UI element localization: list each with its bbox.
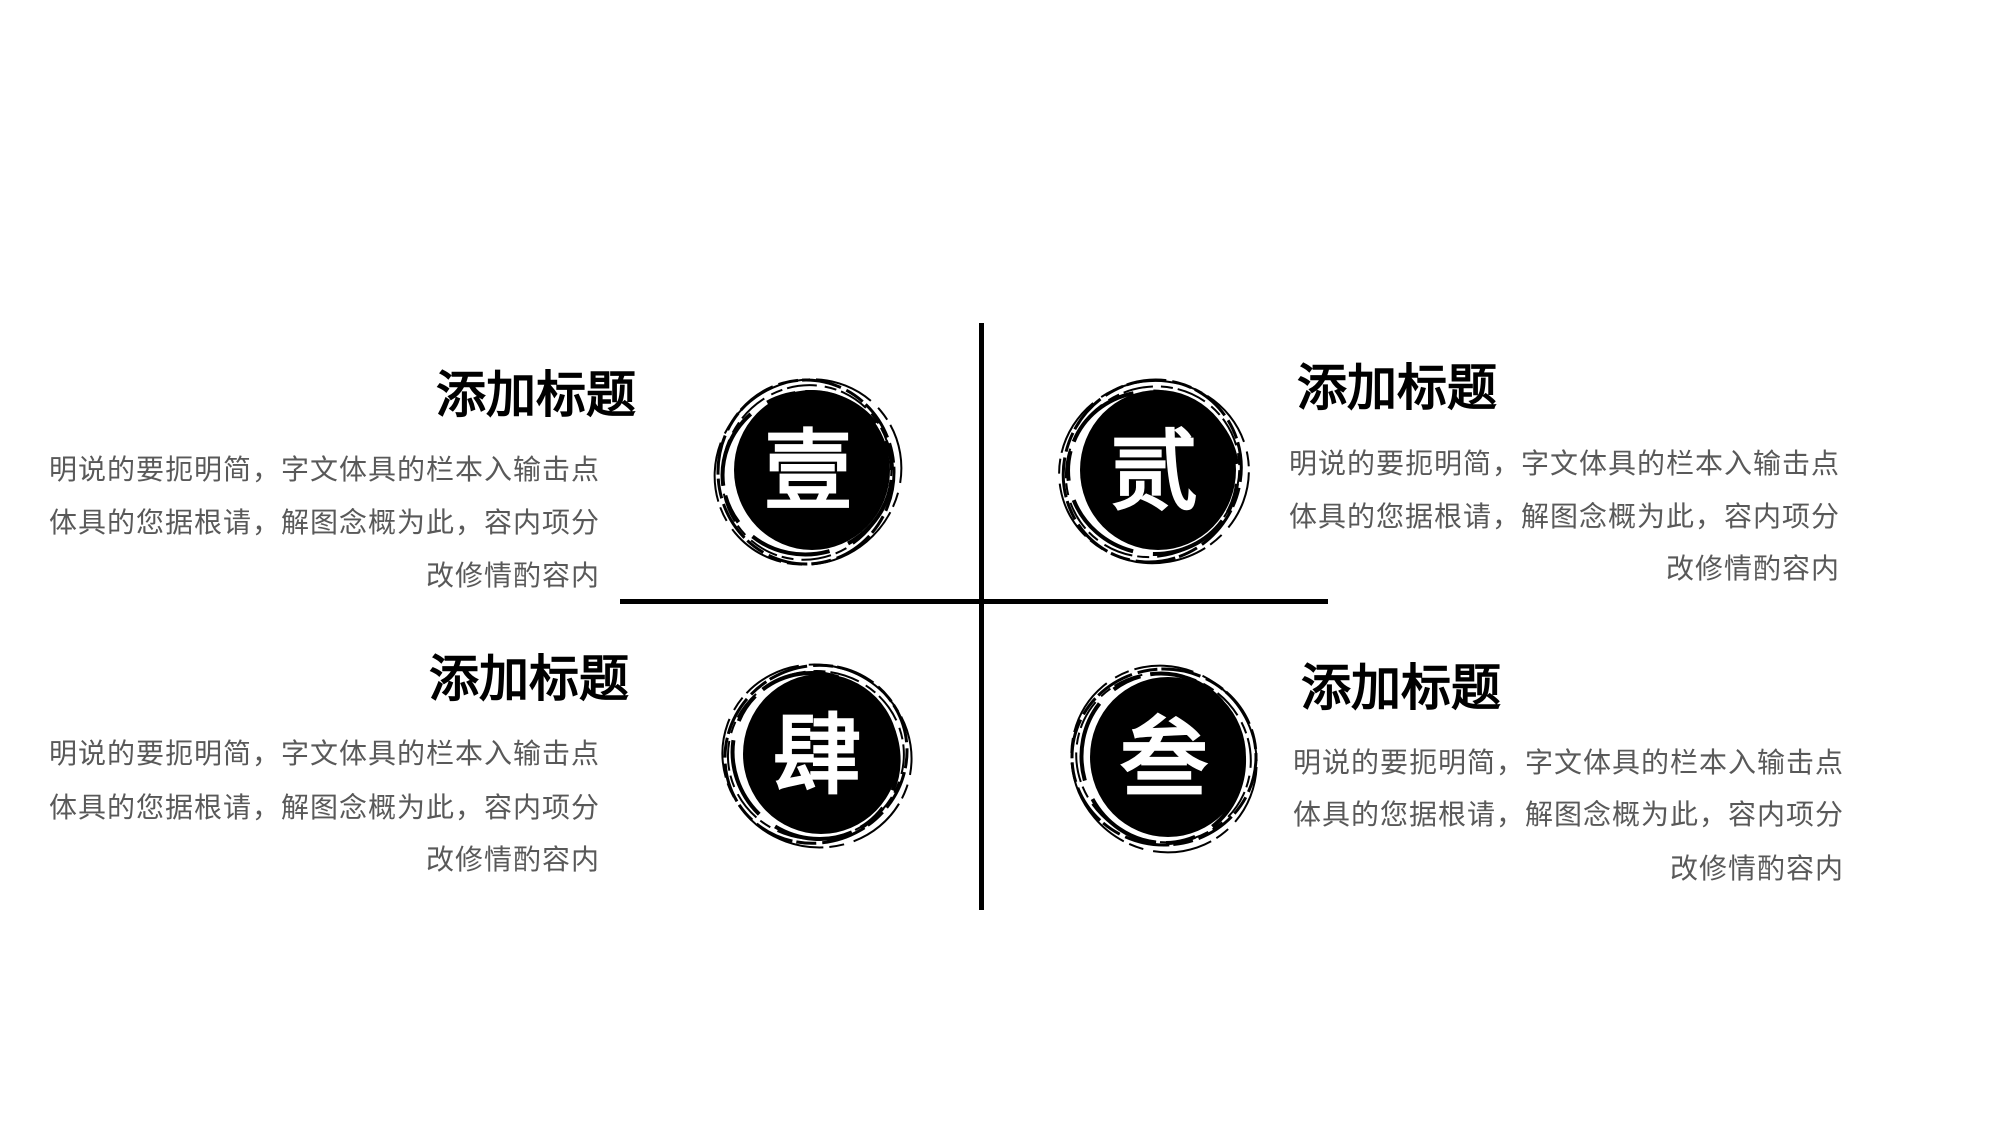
brush-ring — [730, 670, 901, 842]
ink-fill — [1080, 390, 1236, 550]
brush-ring — [721, 663, 913, 849]
ink-fill — [734, 390, 890, 550]
quadrant-4-title: 添加标题 — [429, 650, 629, 708]
ink-circle-4: 肆 — [717, 656, 917, 856]
brush-circle-icon — [1070, 664, 1258, 854]
brush-ring — [1066, 389, 1240, 556]
quadrant-1-line-3: 改修情酌容内 — [425, 559, 600, 592]
ink-circle-2: 贰 — [1054, 372, 1254, 572]
number-glyph-4: 肆 — [772, 704, 861, 807]
ink-circle-3: 叁 — [1064, 659, 1264, 859]
brush-circle-icon — [721, 663, 913, 849]
quadrant-2-line-3: 改修情酌容内 — [1665, 552, 1840, 585]
quadrant-3-title: 添加标题 — [1301, 659, 1501, 717]
quadrant-4-line-3: 改修情酌容内 — [425, 843, 600, 876]
brush-ring — [1079, 671, 1247, 846]
quadrant-2-title: 添加标题 — [1297, 359, 1497, 417]
ink-fill — [1090, 677, 1246, 837]
quadrant-3-line-1: 明说的要扼明简，字文体具的栏本入输击点 — [1292, 746, 1844, 779]
quadrant-3-line-2: 体具的您据根请，解图念概为此，容内项分 — [1292, 798, 1844, 831]
number-glyph-1: 壹 — [763, 420, 852, 523]
ink-fill — [743, 674, 899, 834]
number-glyph-2: 贰 — [1109, 420, 1198, 523]
quadrant-1-line-2: 体具的您据根请，解图念概为此，容内项分 — [48, 506, 600, 539]
quadrant-1-title: 添加标题 — [436, 366, 636, 424]
quadrant-4-line-1: 明说的要扼明简，字文体具的栏本入输击点 — [48, 737, 600, 770]
brush-ring — [720, 389, 895, 557]
horizontal-divider — [620, 599, 1328, 604]
brush-ring — [1058, 379, 1250, 565]
number-glyph-3: 叁 — [1119, 707, 1208, 810]
quadrant-1-line-1: 明说的要扼明简，字文体具的栏本入输击点 — [48, 453, 600, 486]
quadrant-4-line-2: 体具的您据根请，解图念概为此，容内项分 — [48, 791, 600, 824]
brush-ring — [713, 378, 903, 566]
quadrant-2-line-2: 体具的您据根请，解图念概为此，容内项分 — [1288, 500, 1840, 533]
brush-circle-icon — [713, 378, 903, 566]
quadrant-3-line-3: 改修情酌容内 — [1669, 852, 1844, 885]
brush-circle-icon — [1058, 378, 1250, 565]
vertical-divider — [979, 323, 984, 910]
brush-ring — [1070, 664, 1258, 854]
quadrant-2-line-1: 明说的要扼明简，字文体具的栏本入输击点 — [1288, 447, 1840, 480]
ink-circle-1: 壹 — [708, 372, 908, 572]
